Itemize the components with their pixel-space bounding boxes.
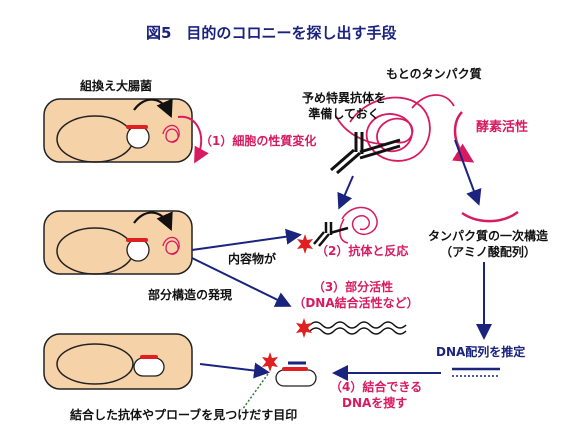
enzyme-activity-label: 酵素活性 (476, 120, 529, 135)
recombinant-ecoli-label: 組換え大腸菌 (80, 79, 153, 93)
arrow-cell-to-antibody (191, 228, 302, 251)
marker-caption: 結合した抗体やプローブを見つけだす目印 (70, 408, 298, 422)
enzyme-activity-arc (451, 111, 475, 163)
arrow-antibody-to-reaction (337, 175, 354, 210)
dna-estimate-label: DNA配列を推定 (436, 345, 526, 359)
antibody-prep-label-2: 準備しておく (308, 107, 380, 121)
primary-structure-label-1: タンパク質の一次構造 (427, 229, 548, 243)
dna-strand-top (309, 321, 407, 329)
fragment-arc (461, 210, 519, 223)
original-protein-label: もとのタンパク質 (386, 67, 482, 81)
arrow-cell-to-probe (199, 362, 270, 379)
step4-label-2: DNAを捜す (342, 396, 408, 410)
step2-label: （2）抗体と反応 (316, 244, 409, 258)
contents-label: 内容物が (228, 252, 277, 266)
step3-label-2: （DNA結合活性など） (293, 296, 419, 310)
marker-pointer-line (241, 373, 269, 411)
antibody-prep-label-1: 予め特異抗体を (301, 91, 386, 105)
probe-bound-bottom (275, 361, 317, 387)
arrow-cell-to-partial (191, 257, 292, 307)
primary-structure-label-2: （アミノ酸配列） (440, 245, 536, 259)
antibody-bound-middle (313, 206, 378, 247)
step1-label: （1）細胞の性質変化 (200, 134, 317, 148)
antibody-y-shape (330, 132, 401, 175)
arrow-protein-to-sequence (454, 139, 482, 206)
dna-strand-bottom (309, 327, 407, 335)
marker-star-2 (297, 234, 313, 254)
ecoli-cell-1 (43, 98, 193, 163)
ecoli-cell-2 (43, 210, 193, 275)
partial-structure-label: 部分構造の発現 (148, 288, 233, 302)
marker-star-3 (296, 318, 312, 338)
ecoli-cell-3 (43, 333, 193, 390)
step3-label-1: （3）部分活性 (312, 280, 394, 294)
marker-star-4 (262, 352, 278, 372)
page-title: 図5 目的のコロニーを探し出す手段 (146, 24, 397, 42)
step4-label-1: （4）結合できる (330, 380, 423, 394)
property-change-arrow (177, 115, 209, 164)
